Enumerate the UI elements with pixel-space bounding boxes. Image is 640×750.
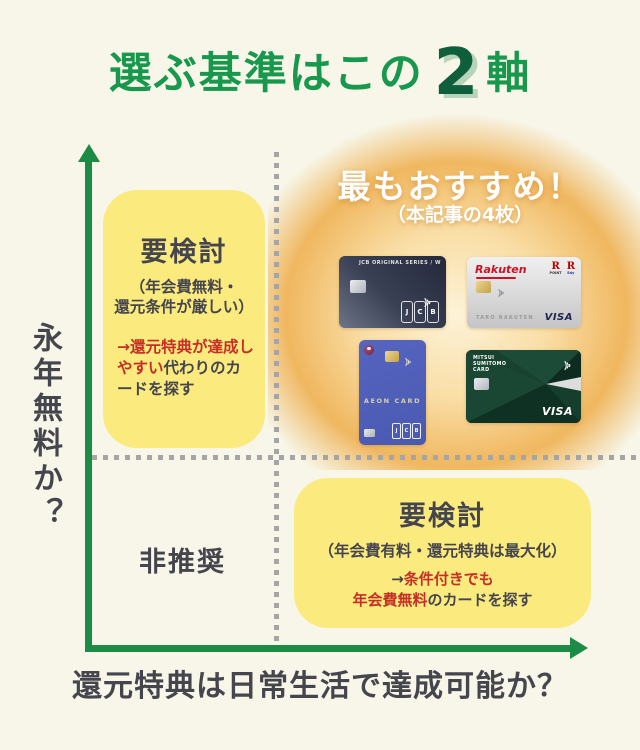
jcb-card-w-image: JCB ORIGINAL SERIES / W J C B (339, 256, 446, 328)
top-left-note: →還元特典が達成しやすい代わりのカードを探す (117, 337, 255, 400)
bottom-right-heading: 要検討 (399, 501, 486, 532)
top-left-subtext: （年会費無料・ 還元条件が厳しい） (103, 277, 265, 317)
bottom-right-note-rest: のカードを探す (427, 591, 533, 610)
rakuten-card-image: Rakuten R POINT R Edy TARO RAKUTEN VISA (467, 257, 581, 328)
aeon-card-name: AEON CARD (363, 397, 422, 405)
x-axis-arrowhead (570, 637, 588, 659)
recommended-heading: 最もおすすめ！ (337, 167, 583, 206)
top-left-sub-line2: 還元条件が厳しい） (114, 298, 254, 317)
horizontal-dotted-divider (92, 455, 637, 460)
jcb-logo-bar-c: C (414, 301, 426, 323)
aeon-card-image: AEON CARD J C B (359, 340, 426, 445)
recommended-subheading: （本記事の4枚） (386, 204, 534, 226)
aeon-hologram-icon (364, 429, 375, 437)
y-axis-label: 永年無料か？ (27, 322, 62, 532)
jcb-chip-icon (350, 280, 366, 293)
bottom-right-subtext: （年会費有料・還元特典は最大化） (318, 542, 567, 560)
x-axis-line (85, 645, 573, 652)
top-left-heading: 要検討 (140, 237, 228, 268)
smcc-brand-text: MITSUI SUMITOMO CARD (473, 356, 506, 374)
smcc-brand-line2: SUMITOMO (473, 361, 507, 367)
aeon-chip-icon (385, 351, 399, 362)
rakuten-chip-icon (476, 281, 491, 293)
aeon-jcb-bar-c: C (402, 423, 411, 439)
y-axis-line (85, 160, 92, 652)
vertical-dotted-divider (274, 152, 279, 644)
not-recommended-label: 非推奨 (139, 547, 226, 578)
jcb-series-label: JCB ORIGINAL SERIES / W (358, 260, 441, 266)
smcc-facet-art (466, 350, 581, 423)
bottom-right-note-red2: 年会費無料 (352, 591, 428, 610)
mitsui-sumitomo-card-image: MITSUI SUMITOMO CARD VISA (466, 350, 581, 423)
rakuten-edy-badge: R Edy (567, 262, 575, 276)
smcc-brand-line1: MITSUI (473, 356, 495, 361)
aeon-jcb-logo: J C B (392, 423, 421, 439)
aeon-contactless-icon (404, 353, 413, 372)
bottom-right-note-arrow: → (391, 570, 404, 589)
jcb-logo-bar-b: B (427, 301, 439, 323)
bottom-right-note-red1: 条件付きでも (403, 570, 494, 589)
aeon-bird-logo-icon (364, 345, 374, 355)
rakuten-logo: Rakuten (475, 263, 527, 279)
rakuten-edy-r: R (566, 261, 575, 272)
jcb-logo-bar-j: J (401, 301, 413, 323)
rakuten-edy-label: Edy (567, 271, 575, 275)
title-number: 2 (433, 36, 479, 110)
smcc-chip-icon (474, 378, 489, 390)
smcc-visa-logo: VISA (541, 405, 573, 418)
recommended-zone-glow (268, 100, 640, 470)
quadrant-bottom-right-box: 要検討 （年会費有料・還元特典は最大化） →条件付きでも 年会費無料のカードを探… (294, 478, 591, 628)
title-suffix: 軸 (486, 49, 532, 99)
aeon-jcb-bar-j: J (392, 423, 401, 439)
rakuten-contactless-icon (497, 284, 506, 303)
smcc-brand-line3: CARD (473, 367, 490, 373)
top-left-sub-line1: （年会費無料・ (129, 278, 239, 296)
top-left-note-red: →還元特典が達成しやすい (117, 338, 254, 378)
bottom-right-note: →条件付きでも 年会費無料のカードを探す (294, 569, 591, 611)
smcc-contactless-icon (563, 357, 573, 376)
rakuten-holder-name: TARO RAKUTEN (476, 315, 534, 321)
top-left-note-rest: 代わりのカードを探す (117, 359, 242, 399)
rakuten-point-r: R (551, 261, 560, 272)
aeon-jcb-bar-b: B (412, 423, 421, 439)
rakuten-point-label: POINT (549, 271, 562, 275)
x-axis-label: 還元特典は日常生活で達成可能か？ (72, 669, 568, 704)
y-axis-arrowhead (78, 144, 100, 162)
rakuten-visa-logo: VISA (544, 312, 573, 323)
rakuten-point-edy-badges: R POINT R Edy (550, 262, 575, 276)
jcb-logo: J C B (401, 301, 439, 323)
title-text: 選ぶ基準はこの (108, 49, 424, 99)
quadrant-top-left-box: 要検討 （年会費無料・ 還元条件が厳しい） →還元特典が達成しやすい代わりのカー… (103, 190, 265, 448)
rakuten-point-badge: R POINT (550, 262, 562, 276)
